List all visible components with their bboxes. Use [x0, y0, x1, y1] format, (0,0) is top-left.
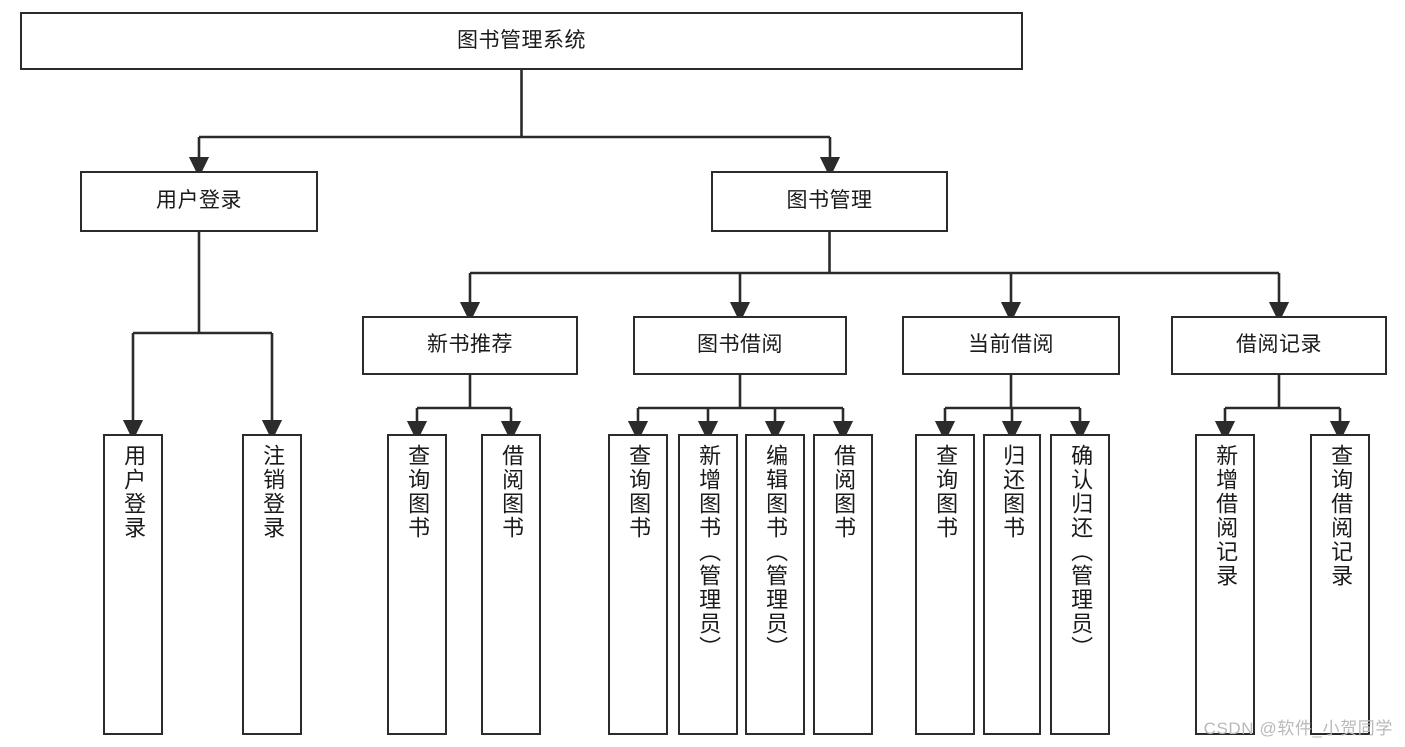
- node-leaf-borrow-book-label: 借阅图书: [831, 444, 857, 540]
- node-leaf-query-book-current[interactable]: 查询图书: [915, 434, 975, 735]
- node-leaf-borrow-book[interactable]: 借阅图书: [813, 434, 873, 735]
- node-leaf-add-borrow-record[interactable]: 新增借阅记录: [1195, 434, 1255, 735]
- node-leaf-query-book-recommend[interactable]: 查询图书: [387, 434, 447, 735]
- node-new-book-recommend[interactable]: 新书推荐: [362, 316, 578, 375]
- node-book-management[interactable]: 图书管理: [711, 171, 948, 232]
- node-leaf-confirm-return[interactable]: 确认归还（管理员）: [1050, 434, 1110, 735]
- node-leaf-logout-label: 注销登录: [260, 444, 286, 540]
- node-leaf-add-borrow-record-label: 新增借阅记录: [1213, 444, 1239, 588]
- node-leaf-edit-book[interactable]: 编辑图书（管理员）: [745, 434, 805, 735]
- node-leaf-edit-book-label: 编辑图书（管理员）: [763, 444, 789, 660]
- node-leaf-borrow-book-recommend-label: 借阅图书: [499, 444, 525, 540]
- node-leaf-confirm-return-label: 确认归还（管理员）: [1068, 444, 1094, 660]
- node-leaf-query-book-borrow-label: 查询图书: [626, 444, 652, 540]
- node-book-management-label: 图书管理: [786, 189, 873, 213]
- node-leaf-query-borrow-record-label: 查询借阅记录: [1328, 444, 1354, 588]
- node-leaf-return-book[interactable]: 归还图书: [983, 434, 1041, 735]
- node-root-label: 图书管理系统: [457, 28, 586, 52]
- node-root[interactable]: 图书管理系统: [20, 12, 1023, 70]
- node-user-login[interactable]: 用户登录: [80, 171, 318, 232]
- node-leaf-add-book-label: 新增图书（管理员）: [696, 444, 722, 660]
- node-book-borrow[interactable]: 图书借阅: [633, 316, 847, 375]
- node-leaf-query-book-current-label: 查询图书: [933, 444, 959, 540]
- node-leaf-borrow-book-recommend[interactable]: 借阅图书: [481, 434, 541, 735]
- node-leaf-return-book-label: 归还图书: [1000, 444, 1026, 540]
- node-leaf-logout[interactable]: 注销登录: [242, 434, 302, 735]
- node-current-borrow[interactable]: 当前借阅: [902, 316, 1120, 375]
- node-leaf-user-login[interactable]: 用户登录: [103, 434, 163, 735]
- node-user-login-label: 用户登录: [156, 189, 242, 213]
- node-leaf-query-book-recommend-label: 查询图书: [405, 444, 431, 540]
- node-book-borrow-label: 图书借阅: [697, 333, 783, 357]
- node-leaf-add-book[interactable]: 新增图书（管理员）: [678, 434, 738, 735]
- node-current-borrow-label: 当前借阅: [968, 333, 1054, 357]
- node-leaf-query-borrow-record[interactable]: 查询借阅记录: [1310, 434, 1370, 735]
- watermark: CSDN @软件_小贺同学: [1203, 719, 1393, 738]
- node-borrow-record-label: 借阅记录: [1236, 333, 1322, 357]
- node-leaf-query-book-borrow[interactable]: 查询图书: [608, 434, 668, 735]
- node-new-book-recommend-label: 新书推荐: [427, 333, 513, 357]
- node-leaf-user-login-label: 用户登录: [121, 444, 147, 540]
- node-borrow-record[interactable]: 借阅记录: [1171, 316, 1387, 375]
